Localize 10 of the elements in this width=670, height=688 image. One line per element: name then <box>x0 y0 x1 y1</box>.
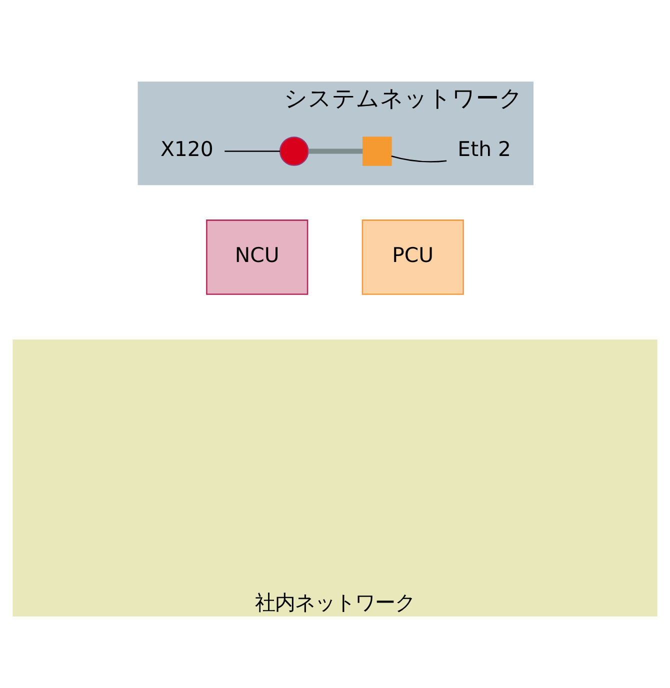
node-circle <box>279 136 309 166</box>
connector <box>308 148 363 154</box>
node-text: X120 <box>160 137 214 162</box>
node-text: Eth 2 <box>458 137 512 162</box>
connector <box>391 155 447 162</box>
connector <box>224 150 280 152</box>
node-box: 社内ネットワーク <box>12 340 658 617</box>
node-box <box>362 136 392 166</box>
node-box: PCU <box>362 220 464 295</box>
node-box: NCU <box>206 220 308 295</box>
